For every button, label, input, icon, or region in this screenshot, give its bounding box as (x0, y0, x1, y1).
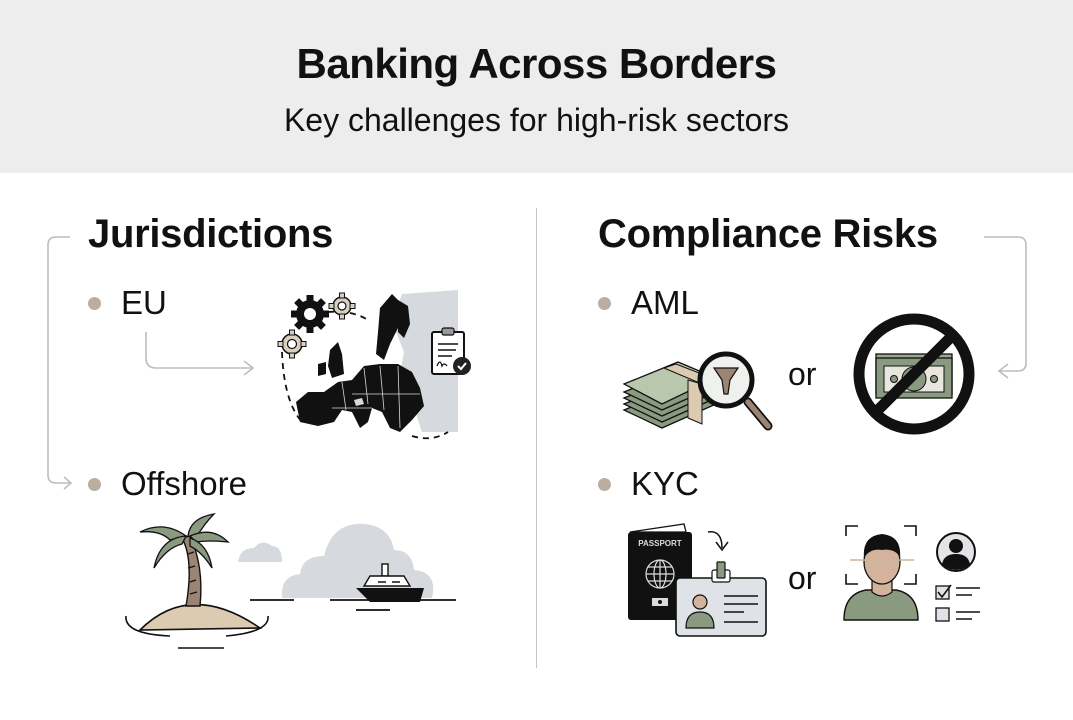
cloud-icon (238, 542, 282, 562)
face-scan-icon (843, 525, 980, 622)
page-title: Banking Across Borders (296, 40, 777, 87)
profile-avatar-icon (936, 532, 976, 572)
bullet-eu: EU (88, 284, 167, 322)
bullet-label-kyc: KYC (631, 465, 699, 502)
section-title-compliance-risks: Compliance Risks (598, 212, 938, 256)
bracket-connector-right (984, 236, 1027, 379)
page-subtitle: Key challenges for high-risk sectors (283, 102, 790, 138)
column-divider (536, 208, 537, 668)
bullet-dot (598, 296, 611, 310)
cash-magnifier-icon (622, 351, 773, 431)
bullet-aml: AML (598, 284, 699, 322)
or-separator-kyc: or (788, 560, 817, 596)
or-separator-aml: or (788, 356, 817, 392)
checklist-icon (935, 584, 980, 622)
prohibited-cash-icon (853, 313, 975, 435)
island-icon (125, 603, 269, 649)
palm-tree-icon (139, 513, 230, 607)
section-title-jurisdictions: Jurisdictions (88, 212, 334, 256)
bullet-dot (598, 477, 611, 491)
bullet-label-offshore: Offshore (121, 465, 247, 502)
bullet-kyc: KYC (598, 465, 699, 503)
bullet-dot (88, 296, 101, 310)
magnifier-icon (697, 351, 773, 431)
bullet-offshore: Offshore (88, 465, 247, 503)
signed-clipboard-icon (431, 327, 471, 375)
arrow-connector-eu (145, 332, 255, 376)
bracket-connector-left (47, 236, 73, 490)
gear-icon (328, 292, 356, 320)
passport-to-id-icon: PASSPORT (628, 523, 767, 637)
gear-icon (277, 329, 307, 359)
bullet-label-eu: EU (121, 284, 167, 321)
island-ship-illustration (125, 513, 456, 649)
gear-icon (291, 295, 329, 333)
cloud-icon (281, 523, 434, 598)
europe-map-icon (277, 290, 471, 440)
header-band: Banking Across Borders Key challenges fo… (0, 0, 1073, 173)
passport-label: PASSPORT (638, 539, 682, 548)
bullet-dot (88, 477, 101, 491)
ship-icon (356, 563, 424, 602)
bullet-label-aml: AML (631, 284, 699, 321)
